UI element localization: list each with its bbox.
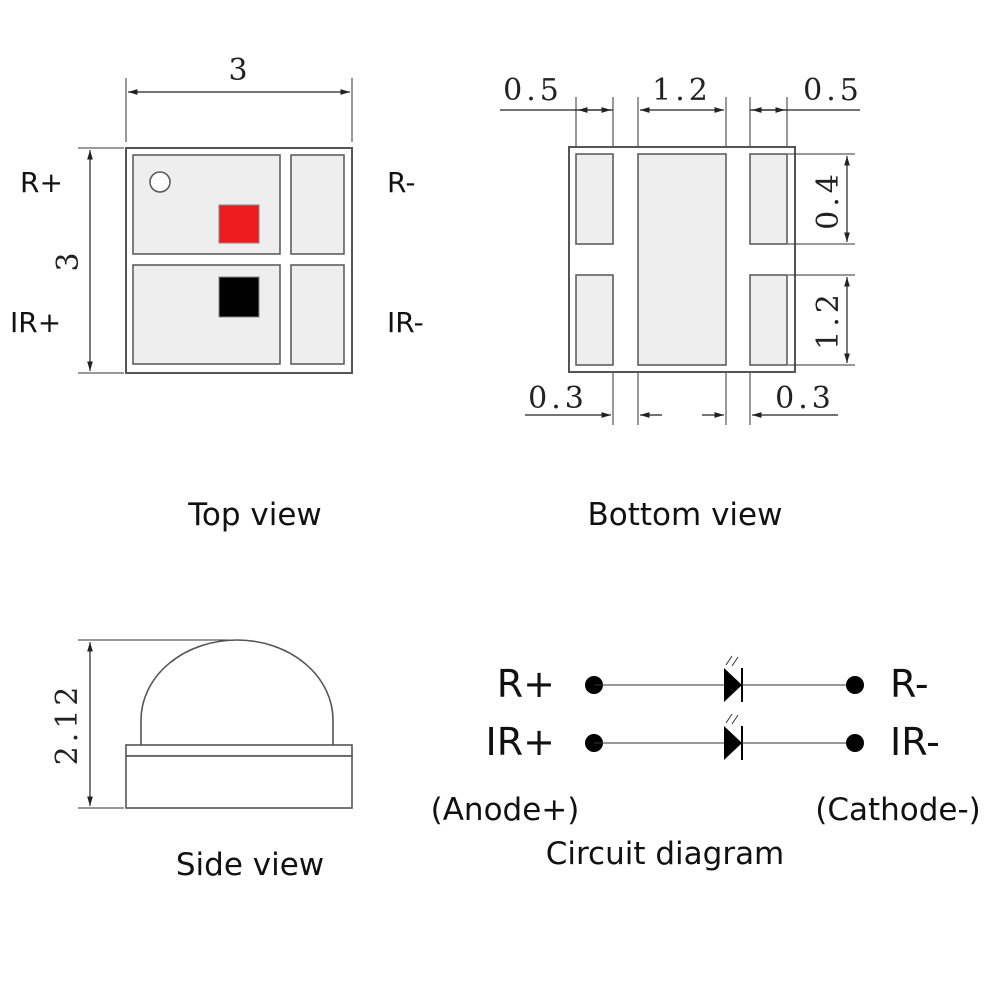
bot-dim-12-top-label: 1.2 [652, 73, 712, 108]
circuit-label-ir-minus: IR- [890, 720, 940, 764]
bot-dim-03-left-label: 0.3 [528, 381, 588, 416]
bot-dim-04-label: 0.4 [811, 170, 846, 230]
bottom-pad-bottom-right [749, 274, 788, 366]
ir-led-chip [218, 276, 260, 318]
top-pad-r-cathode [290, 154, 345, 255]
bottom-pad-center [637, 153, 727, 366]
circuit-label-ir-plus: IR+ [486, 720, 555, 764]
top-dim-width-label: 3 [228, 53, 251, 88]
circuit-diagram: R+ R- IR+ IR- (Anode+) (Cathode-) Circui… [431, 655, 981, 872]
top-label-ir-plus: IR+ [10, 306, 61, 339]
side-view: 2.12 Side view [50, 639, 353, 883]
diode-r-emit-1 [725, 655, 733, 666]
top-view-caption: Top view [187, 497, 322, 533]
top-label-r-plus: R+ [20, 166, 63, 199]
side-substrate [125, 755, 353, 809]
diode-ir-icon [724, 726, 742, 760]
top-label-r-minus: R- [387, 166, 415, 199]
red-led-chip [218, 204, 260, 244]
top-pad-ir-cathode [290, 264, 345, 365]
bot-dim-12-right-label: 1.2 [811, 290, 846, 350]
bot-dim-05-left-label: 0.5 [503, 73, 563, 108]
diode-ir-emit-1 [725, 713, 733, 724]
terminal-r-minus-icon [846, 676, 864, 694]
circuit-anode-label: (Anode+) [431, 792, 580, 828]
bot-dim-05-right-label: 0.5 [803, 73, 863, 108]
terminal-ir-minus-icon [846, 734, 864, 752]
side-lens-base [125, 744, 353, 757]
diode-r-icon [724, 668, 742, 702]
bottom-pad-bottom-left [575, 274, 614, 366]
top-label-ir-minus: IR- [387, 306, 424, 339]
side-dim-label: 2.12 [50, 683, 85, 766]
side-lens-dome [140, 639, 334, 747]
circuit-label-r-minus: R- [890, 662, 929, 706]
circuit-caption: Circuit diagram [546, 836, 785, 872]
bottom-view: 0.5 1.2 0.5 0.4 1.2 0.3 0.3 Bottom view [500, 73, 863, 533]
bot-dim-03-right-label: 0.3 [775, 381, 835, 416]
circuit-cathode-label: (Cathode-) [815, 792, 981, 828]
circuit-label-r-plus: R+ [497, 662, 555, 706]
top-view: 3 3 R+ R- IR+ IR- Top view [10, 53, 424, 533]
bottom-pad-top-right [749, 153, 788, 245]
pin1-marker-icon [149, 171, 171, 193]
side-view-caption: Side view [176, 847, 324, 883]
bottom-pad-top-left [575, 153, 614, 245]
bottom-view-caption: Bottom view [588, 497, 783, 533]
diode-ir-emit-2 [731, 714, 739, 725]
diode-r-emit-2 [731, 656, 739, 667]
top-dim-height-label: 3 [51, 248, 86, 271]
